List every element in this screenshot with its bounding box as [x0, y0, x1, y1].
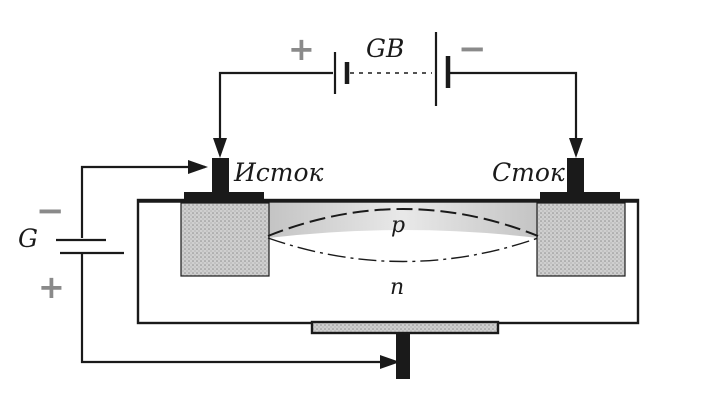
g-minus-sign: − — [36, 191, 65, 231]
gb-right-arrowhead — [569, 138, 583, 158]
drain-region — [536, 202, 626, 277]
g-lower-arrowhead — [380, 355, 400, 369]
g-plus-sign: + — [38, 268, 65, 306]
g-label: G — [18, 224, 38, 253]
gb-circuit: GB + − — [213, 29, 583, 158]
n-region-label: n — [390, 275, 404, 300]
g-upper-wire — [80, 165, 205, 238]
gb-plus-sign: + — [288, 30, 315, 68]
channel-lower-boundary — [267, 237, 539, 263]
g-circuit: G − + — [18, 160, 400, 369]
gate-contact-post — [396, 333, 410, 379]
gb-left-arrowhead — [213, 138, 227, 158]
g-upper-arrowhead — [188, 160, 208, 174]
drain-contact-post — [567, 158, 584, 194]
source-contact-pad — [184, 192, 264, 202]
drain-contact-pad — [540, 192, 620, 202]
gate-contact-plate — [310, 320, 500, 335]
gb-left-wire — [218, 71, 333, 150]
transistor-body: p n Исток Сток — [136, 158, 640, 379]
g-lower-wire — [80, 254, 393, 364]
p-region-label: p — [391, 213, 405, 238]
source-contact-post — [212, 158, 229, 194]
gb-minus-sign: − — [458, 29, 487, 69]
source-region — [180, 202, 270, 277]
gb-label: GB — [366, 34, 404, 63]
p-channel-region — [268, 203, 538, 238]
channel-upper-boundary — [267, 208, 539, 237]
source-label: Исток — [233, 158, 324, 187]
gb-right-wire — [450, 71, 578, 150]
drain-label: Сток — [492, 158, 565, 187]
